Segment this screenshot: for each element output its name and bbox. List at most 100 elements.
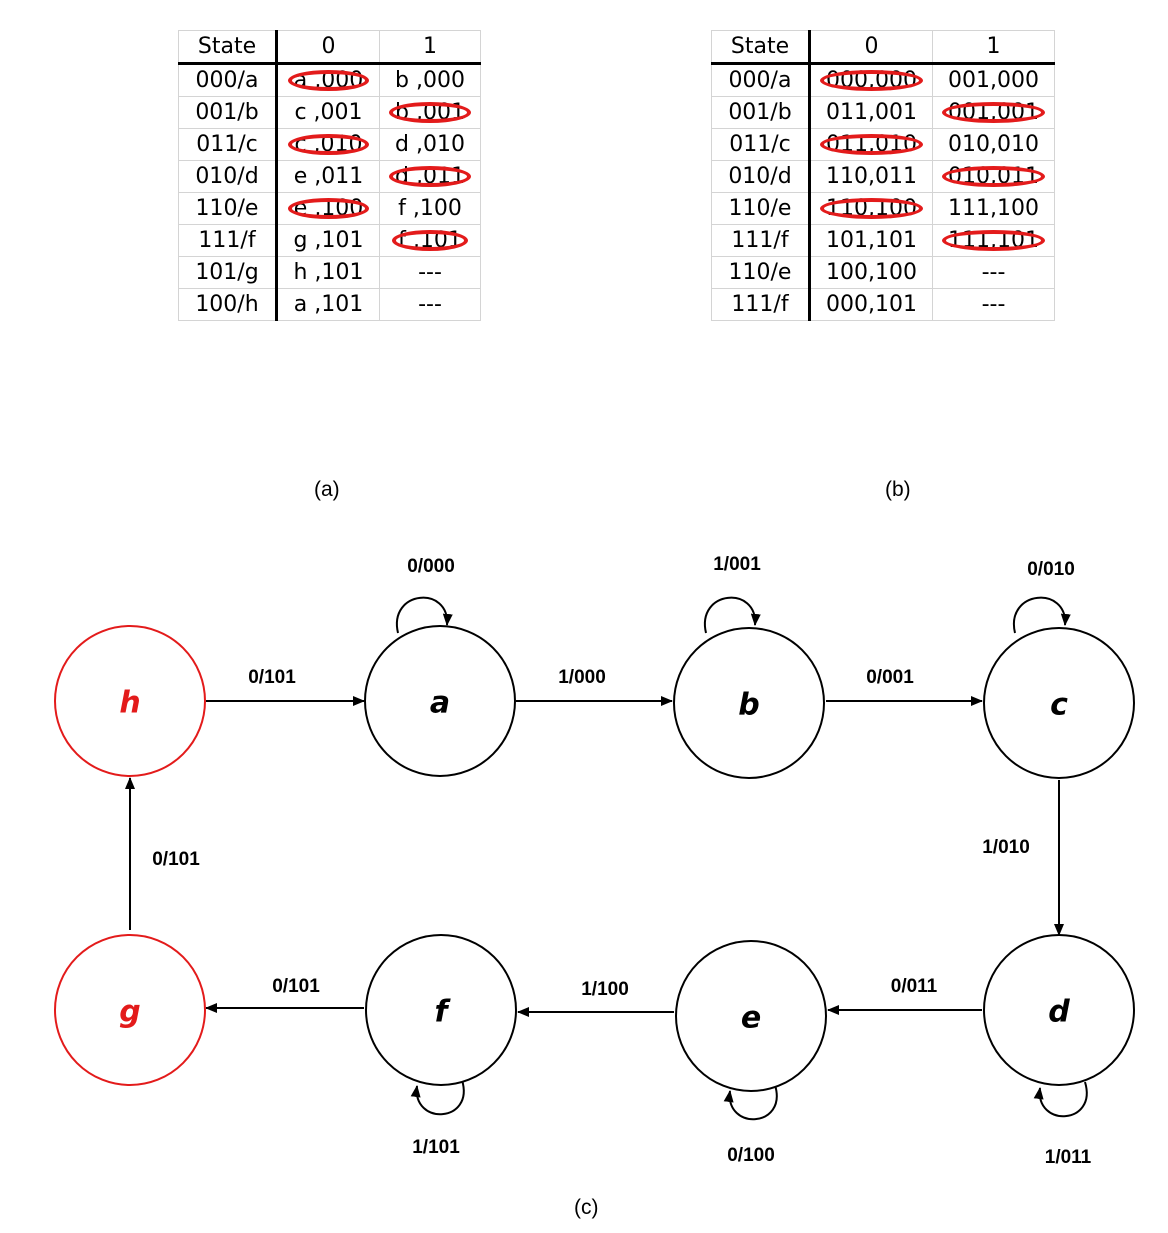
- edge-label-c-d: 1/010: [982, 837, 1030, 858]
- highlighted-cell: b ,001: [395, 100, 465, 125]
- node-label-c: c: [1050, 688, 1068, 723]
- caption-c: (c): [574, 1196, 599, 1219]
- table-row: 001/b c ,001 b ,001: [178, 96, 481, 129]
- self-loop-d: [1033, 1081, 1088, 1118]
- cell: ---: [932, 256, 1055, 289]
- caption-a: (a): [314, 478, 340, 501]
- edge-label-b-c: 0/001: [866, 667, 914, 688]
- self-loop-b: [703, 596, 761, 634]
- table-row: 110/e 100,100 ---: [711, 256, 1055, 289]
- state-cell: 001/b: [711, 96, 811, 129]
- header-state: State: [178, 30, 278, 65]
- highlighted-cell: f ,101: [398, 228, 462, 253]
- cell: e ,011: [276, 160, 380, 193]
- cell: b ,000: [379, 63, 481, 97]
- self-loop-e: [723, 1084, 778, 1121]
- cell: 010,010: [932, 128, 1055, 161]
- cell: h ,101: [276, 256, 380, 289]
- cell: ---: [379, 256, 481, 289]
- header-input-1: 1: [379, 30, 481, 65]
- edge-label-e-f: 1/100: [581, 979, 629, 1000]
- edge-label-d-e: 0/011: [891, 976, 938, 997]
- state-cell: 111/f: [711, 288, 811, 321]
- table-row: 111/f 101,101 111,101: [711, 224, 1055, 257]
- table-header-row: State 0 1: [711, 30, 1055, 65]
- table-row: 110/e 110,100 111,100: [711, 192, 1055, 225]
- edge-label-loop-f: 1/101: [412, 1137, 460, 1158]
- cell: f ,100: [379, 192, 481, 225]
- state-cell: 101/g: [178, 256, 278, 289]
- edge-label-loop-c: 0/010: [1027, 559, 1075, 580]
- node-b: b: [673, 627, 825, 779]
- cell: a ,101: [276, 288, 380, 321]
- cell: ---: [932, 288, 1055, 321]
- highlighted-cell: d ,011: [395, 164, 465, 189]
- edge-label-g-h: 0/101: [152, 849, 200, 870]
- table-row: 111/f 000,101 ---: [711, 288, 1055, 321]
- cell: g ,101: [276, 224, 380, 257]
- node-f: f: [365, 934, 517, 1086]
- state-cell: 100/h: [178, 288, 278, 321]
- table-header-row: State 0 1: [178, 30, 481, 65]
- state-cell: 010/d: [711, 160, 811, 193]
- state-cell: 011/c: [178, 128, 278, 161]
- edge-label-loop-d: 1/011: [1045, 1147, 1092, 1168]
- table-row: 011/c c ,010 d ,010: [178, 128, 481, 161]
- table-row: 010/d 110,011 010,011: [711, 160, 1055, 193]
- self-loop-a: [395, 596, 453, 634]
- cell: 000,101: [809, 288, 933, 321]
- node-c: c: [983, 627, 1135, 779]
- state-cell: 001/b: [178, 96, 278, 129]
- highlighted-cell: a ,000: [293, 68, 364, 93]
- edge-label-loop-b: 1/001: [713, 554, 761, 575]
- header-input-1: 1: [932, 30, 1055, 65]
- table-row: 000/a a ,000 b ,000: [178, 63, 481, 97]
- node-d: d: [983, 934, 1135, 1086]
- state-cell: 111/f: [711, 224, 811, 257]
- table-row: 011/c 011,010 010,010: [711, 128, 1055, 161]
- node-label-e: e: [741, 1001, 761, 1036]
- header-state: State: [711, 30, 811, 65]
- node-label-d: d: [1048, 995, 1070, 1030]
- state-cell: 110/e: [711, 256, 811, 289]
- table-row: 101/g h ,101 ---: [178, 256, 481, 289]
- node-g: g: [54, 934, 206, 1086]
- node-e: e: [675, 940, 827, 1092]
- node-label-h: h: [119, 686, 140, 721]
- state-table-a: State 0 1 000/a a ,000 b ,000 001/b c ,0…: [178, 30, 481, 321]
- table-row: 010/d e ,011 d ,011: [178, 160, 481, 193]
- table-row: 001/b 011,001 001,001: [711, 96, 1055, 129]
- highlighted-cell: 010,011: [948, 164, 1039, 189]
- edge-label-h-a: 0/101: [248, 667, 296, 688]
- header-input-0: 0: [276, 30, 380, 65]
- node-label-g: g: [119, 995, 140, 1030]
- highlighted-cell: 110,100: [826, 196, 917, 221]
- edge-label-a-b: 1/000: [558, 667, 606, 688]
- state-cell: 110/e: [178, 192, 278, 225]
- highlighted-cell: e ,100: [293, 196, 364, 221]
- cell: 001,000: [932, 63, 1055, 97]
- cell: d ,010: [379, 128, 481, 161]
- header-input-0: 0: [809, 30, 933, 65]
- node-label-a: a: [430, 686, 450, 721]
- cell: 100,100: [809, 256, 933, 289]
- table-row: 111/f g ,101 f ,101: [178, 224, 481, 257]
- state-cell: 000/a: [711, 63, 811, 97]
- state-cell: 000/a: [178, 63, 278, 97]
- highlighted-cell: 000,000: [826, 68, 917, 93]
- self-loop-c: [1012, 596, 1071, 634]
- table-row: 100/h a ,101 ---: [178, 288, 481, 321]
- cell: 110,011: [809, 160, 933, 193]
- cell: c ,001: [276, 96, 380, 129]
- highlighted-cell: c ,010: [294, 132, 363, 157]
- cell: 101,101: [809, 224, 933, 257]
- state-diagram: h a b c d e f g 0/101 1/000 0/001 1/010 …: [54, 554, 1135, 1168]
- edge-label-loop-e: 0/100: [727, 1145, 775, 1166]
- state-cell: 110/e: [711, 192, 811, 225]
- cell: 011,001: [809, 96, 933, 129]
- state-cell: 111/f: [178, 224, 278, 257]
- cell: ---: [379, 288, 481, 321]
- state-cell: 010/d: [178, 160, 278, 193]
- highlighted-cell: 001,001: [948, 100, 1039, 125]
- edge-label-f-g: 0/101: [272, 976, 320, 997]
